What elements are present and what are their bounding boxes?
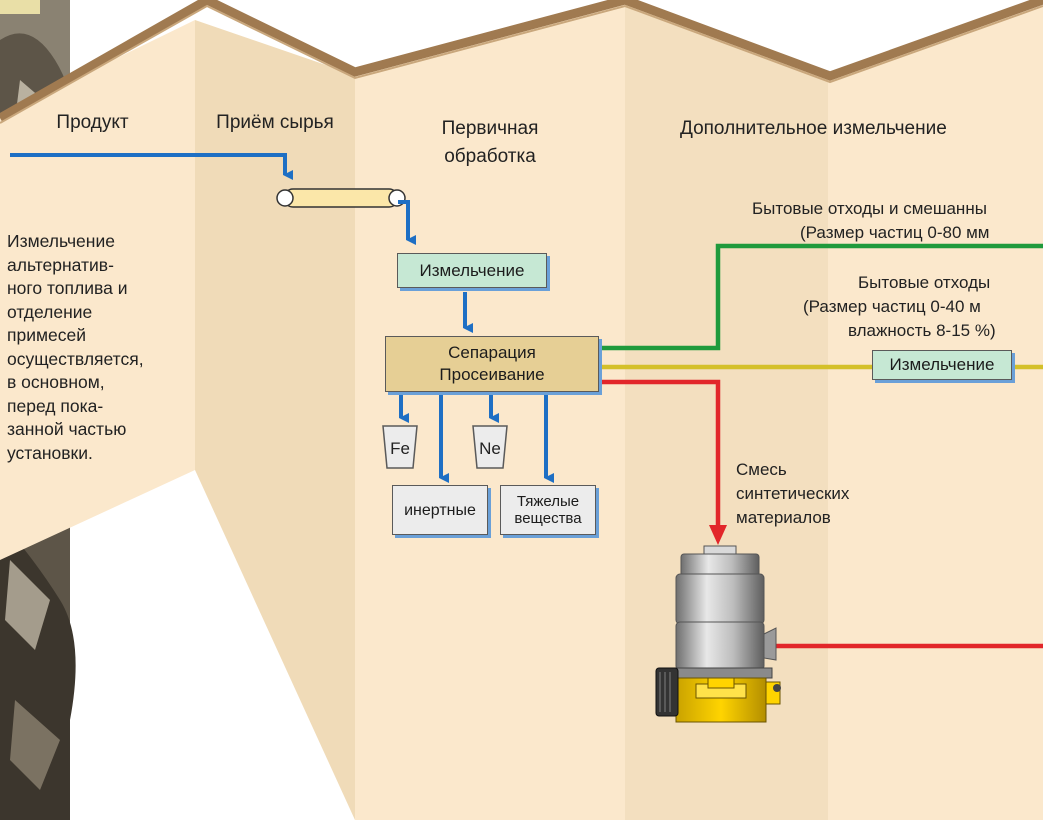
household-waste-label-3: влажность 8-15 %) bbox=[848, 321, 996, 340]
heavy-label-1: Тяжелые bbox=[516, 493, 580, 510]
column-title-primary-2: обработка bbox=[444, 146, 536, 167]
synthetic-mix-label: Смесь синтетических материалов bbox=[736, 458, 849, 530]
heavy-substances-box: Тяжелые вещества bbox=[500, 485, 596, 535]
separation-screening-box: Сепарация Просеивание bbox=[385, 336, 599, 392]
side-note: Измельчение альтернатив- ного топлива и … bbox=[7, 230, 192, 465]
household-waste-label-2: (Размер частиц 0-40 м bbox=[803, 297, 981, 316]
side-note-line: установки. bbox=[7, 442, 93, 463]
blue-flow-lines bbox=[10, 153, 554, 483]
secondary-shredding-box: Измельчение bbox=[872, 350, 1012, 380]
synthetic-label-2: синтетических bbox=[736, 484, 850, 503]
side-note-line: занной частью bbox=[7, 419, 127, 439]
side-note-line: осуществляется, bbox=[7, 348, 144, 369]
shredding-box: Измельчение bbox=[397, 253, 547, 288]
shredder-machine-illustration bbox=[655, 545, 781, 723]
ne-bin-label: Ne bbox=[479, 439, 501, 458]
bin-shapes bbox=[382, 425, 508, 469]
heavy-label-2: вещества bbox=[514, 510, 582, 527]
column-title-primary-1: Первичная bbox=[441, 118, 539, 139]
side-note-line: в основном, bbox=[7, 372, 105, 392]
mixed-waste-label-2: (Размер частиц 0-80 мм bbox=[800, 223, 990, 242]
column-title-product: Продукт bbox=[56, 112, 129, 133]
side-note-line: перед пока- bbox=[7, 395, 104, 416]
household-waste-label-1: Бытовые отходы bbox=[858, 273, 991, 292]
screening-label: Просеивание bbox=[439, 365, 545, 384]
side-note-line: альтернатив- bbox=[7, 254, 114, 275]
synthetic-label-3: материалов bbox=[736, 508, 831, 527]
output-lines bbox=[600, 243, 1043, 649]
side-note-line: ного топлива и bbox=[7, 278, 128, 298]
side-note-line: отделение bbox=[7, 301, 93, 322]
separation-label: Сепарация bbox=[448, 343, 536, 362]
column-title-intake: Приём сырья bbox=[216, 112, 334, 133]
synthetic-label-1: Смесь bbox=[736, 460, 787, 479]
side-note-line: Измельчение bbox=[7, 231, 115, 251]
fe-bin-label: Fe bbox=[390, 439, 410, 458]
side-note-line: примесей bbox=[7, 325, 87, 345]
column-title-additional: Дополнительное измельчение bbox=[680, 118, 947, 139]
inert-materials-box: инертные bbox=[392, 485, 488, 535]
mixed-waste-label-1: Бытовые отходы и смешанны bbox=[752, 199, 987, 218]
conveyor-belt bbox=[276, 188, 406, 208]
